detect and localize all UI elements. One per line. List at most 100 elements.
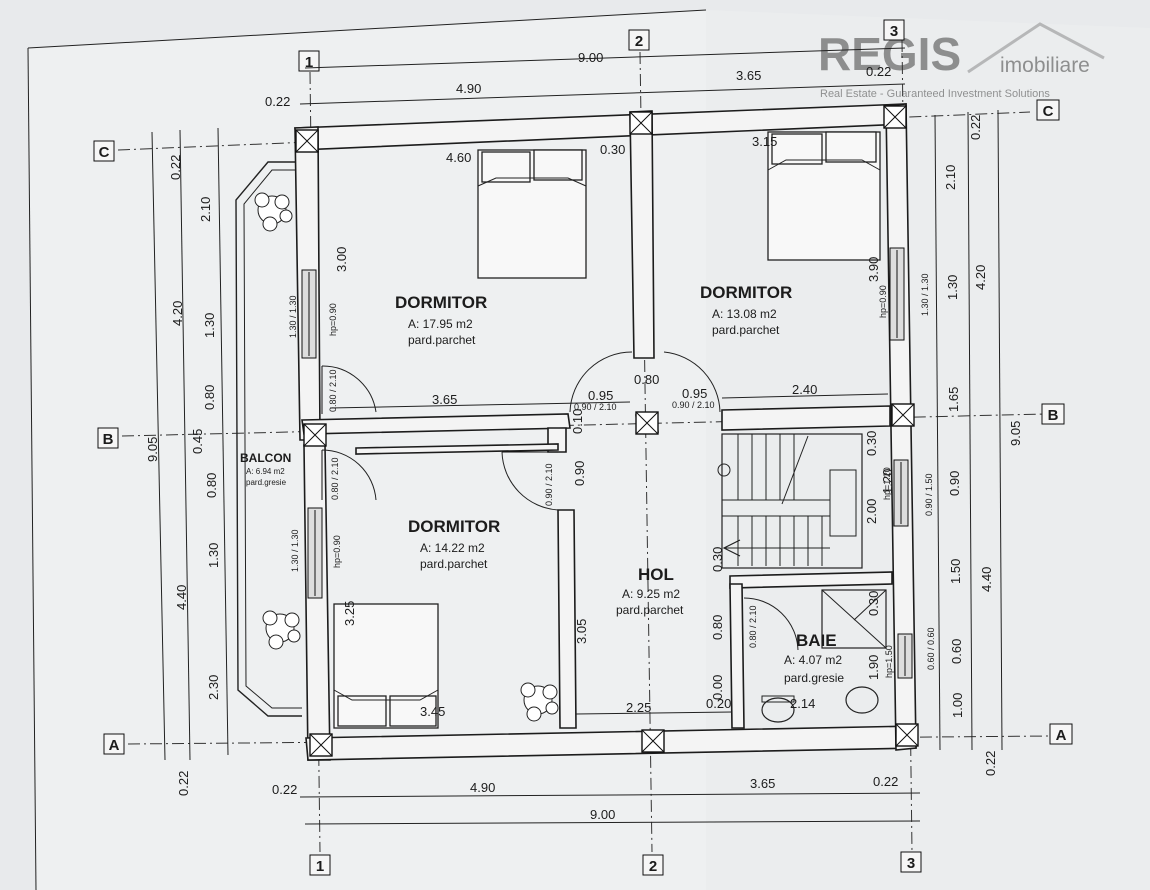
plant-icon-dormitor-3	[520, 682, 559, 722]
dim-bottom-edge-left: 0.22	[272, 782, 297, 797]
axis-marker-B-left	[97, 427, 119, 449]
room-area: A: 9.25 m2	[622, 587, 680, 601]
bed-dormitor-2	[767, 131, 881, 261]
window-right-mid-label: 0.90 / 1.50	[924, 473, 934, 516]
dim-in-095b: 0.95	[682, 386, 707, 401]
dim-top-edge-left: 0.22	[265, 94, 290, 109]
dim-left-s4: 0.45	[190, 429, 205, 454]
dim-in-095a: 0.95	[588, 388, 613, 403]
axis-marker-2-bottom	[642, 854, 664, 876]
bed-dormitor-3	[333, 603, 439, 729]
axis-label-3-top: 3	[890, 23, 898, 40]
dim-in-345: 3.45	[420, 704, 445, 719]
axis-label-A-right: A	[1056, 727, 1067, 744]
room-floor: pard.gresie	[784, 671, 844, 685]
axis-label-2-bottom: 2	[649, 858, 657, 875]
room-area: A: 14.22 m2	[420, 541, 485, 555]
window-left-bottom-hp: hp=0.90	[332, 535, 342, 568]
house-roof-icon	[967, 22, 1105, 74]
top-dimensions: 9.00 4.90 3.65 0.22 0.22	[265, 47, 906, 109]
dim-left-s2: 1.30	[202, 313, 217, 338]
axis-label-C-left: C	[99, 144, 110, 161]
window-right-mid-hp: hp=1.20	[882, 467, 892, 500]
dim-in-315: 3.15	[752, 134, 777, 149]
axis-markers: 1 2 3 1 2 3 C C B B A A	[93, 19, 1073, 876]
dim-in-200: 2.00	[864, 499, 879, 524]
room-balcon: BALCON A: 6.94 m2 pard.gresie	[240, 451, 291, 487]
dim-in-090: 0.90	[572, 461, 587, 486]
dim-in-225: 2.25	[626, 700, 651, 715]
dim-in-240: 2.40	[792, 382, 817, 397]
dim-in-305: 3.05	[574, 619, 589, 644]
dim-left-upper: 4.20	[170, 301, 185, 326]
room-area: A: 6.94 m2	[246, 467, 285, 476]
dim-in-365: 3.65	[432, 392, 457, 407]
window-left-top-hp: hp=0.90	[328, 303, 338, 336]
logo-suffix: imobiliare	[1000, 54, 1090, 77]
dim-in-214: 2.14	[790, 696, 815, 711]
room-baie: BAIE A: 4.07 m2 pard.gresie	[784, 631, 844, 685]
dim-left-s6: 1.30	[206, 543, 221, 568]
dim-top-edge-right: 0.22	[866, 64, 891, 79]
opening-annotations: 1.30 / 1.30 hp=0.90 1.30 / 1.30 hp=0.90 …	[288, 273, 936, 678]
dim-left-s1: 2.10	[198, 197, 213, 222]
logo-tagline: Real Estate - Guaranteed Investment Solu…	[820, 88, 1050, 100]
window-left-bottom-label: 1.30 / 1.30	[290, 529, 300, 572]
axis-marker-2-top	[628, 29, 650, 51]
door-baie-label: 0.80 / 2.10	[748, 605, 758, 648]
door-balcony-top-label: 0.80 / 2.10	[328, 369, 338, 412]
axis-marker-1-bottom	[309, 854, 331, 876]
paper-frame-top	[27, 9, 707, 49]
dim-right-s7: 1.00	[950, 693, 965, 718]
room-dormitor-2: DORMITOR A: 13.08 m2 pard.parchet	[700, 283, 792, 337]
dim-left-total: 9.05	[145, 437, 160, 462]
room-floor: pard.parchet	[408, 333, 476, 347]
room-name: DORMITOR	[395, 293, 487, 312]
dim-right-s2: 1.30	[945, 275, 960, 300]
dim-left-s5: 0.80	[204, 473, 219, 498]
window-right-top-hp: hp=0.90	[878, 285, 888, 318]
dim-in-030d: 0.30	[710, 547, 725, 572]
room-floor: pard.gresie	[246, 478, 287, 487]
room-area: A: 17.95 m2	[408, 317, 473, 331]
room-floor: pard.parchet	[420, 557, 488, 571]
dim-in-080b: 0.80	[710, 615, 725, 640]
dim-bottom-edge-right: 0.22	[873, 774, 898, 789]
right-dimensions: 2.10 1.30 1.65 0.90 1.50 0.60 1.00 4.20 …	[934, 109, 1023, 776]
dim-top-left: 4.90	[456, 81, 481, 96]
window-left-top-label: 1.30 / 1.30	[288, 295, 298, 338]
dim-left-edge-bottom: 0.22	[176, 771, 191, 796]
axis-label-B-left: B	[103, 431, 114, 448]
axis-marker-A-left	[103, 733, 125, 755]
interior-dimensions: 4.60 0.30 3.15 3.00 3.90 3.65 0.95 0.80 …	[329, 134, 895, 719]
dim-in-030a: 0.30	[600, 142, 625, 157]
door-dormitor-3-label: 0.90 / 2.10	[544, 463, 554, 506]
axis-marker-3-bottom	[900, 851, 922, 873]
door-balcony-bottom-label: 0.80 / 2.10	[330, 457, 340, 500]
dim-in-120: 1.20	[880, 469, 895, 494]
dim-right-edge-bottom: 0.22	[983, 751, 998, 776]
room-name: DORMITOR	[700, 283, 792, 302]
axis-marker-3-top	[883, 19, 905, 41]
window-right-top-label: 1.30 / 1.30	[920, 273, 930, 316]
window-right-bottom-label: 0.60 / 0.60	[926, 627, 936, 670]
room-name: BALCON	[240, 451, 291, 465]
dim-right-s4: 0.90	[947, 471, 962, 496]
dim-bottom-total: 9.00	[590, 807, 615, 822]
dim-left-s3: 0.80	[202, 385, 217, 410]
dim-in-030b: 0.30	[864, 431, 879, 456]
dim-in-390: 3.90	[866, 257, 881, 282]
dim-bottom-left: 4.90	[470, 780, 495, 795]
bathroom-fixtures	[761, 589, 887, 723]
dim-right-total: 9.05	[1008, 421, 1023, 446]
room-area: A: 13.08 m2	[712, 307, 777, 321]
doors	[321, 351, 799, 651]
room-name: HOL	[638, 565, 674, 584]
dim-right-s1: 2.10	[943, 165, 958, 190]
plant-icon-balcony-bottom	[262, 610, 301, 650]
dim-in-000: 0.00	[710, 675, 725, 700]
dim-bottom-right: 3.65	[750, 776, 775, 791]
dim-in-190: 1.90	[866, 655, 881, 680]
room-hol: HOL A: 9.25 m2 pard.parchet	[616, 565, 684, 617]
